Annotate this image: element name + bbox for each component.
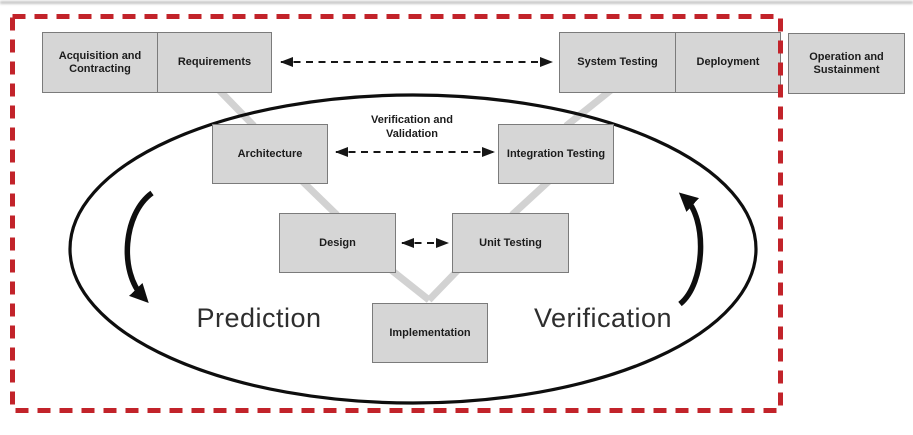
node-integration-testing: Integration Testing <box>498 124 614 184</box>
verification-label: Verification <box>533 303 673 333</box>
node-implementation: Implementation <box>372 303 488 363</box>
node-requirements: Requirements <box>157 32 272 93</box>
verification-validation-label: Verification and Validation <box>342 113 482 141</box>
node-deployment: Deployment <box>675 32 781 93</box>
node-design: Design <box>279 213 396 273</box>
verification-up-arrow <box>678 192 704 307</box>
verification-validation-line1: Verification and <box>371 114 453 126</box>
connector-implementation-unit-testing <box>426 267 461 303</box>
node-system-testing: System Testing <box>559 32 676 93</box>
prediction-down-arrow <box>124 190 154 303</box>
prediction-label: Prediction <box>196 303 322 333</box>
verification-validation-line2: Validation <box>386 128 438 140</box>
node-architecture: Architecture <box>212 124 328 184</box>
node-acquisition-contracting: Acquisition and Contracting <box>42 32 158 93</box>
node-operation-sustainment: Operation and Sustainment <box>788 33 905 94</box>
connector-unit-integration-testing <box>509 178 552 218</box>
connector-architecture-design <box>298 177 340 218</box>
node-unit-testing: Unit Testing <box>452 213 569 273</box>
connector-design-implementation <box>387 266 432 303</box>
top-divider-line <box>0 1 913 4</box>
